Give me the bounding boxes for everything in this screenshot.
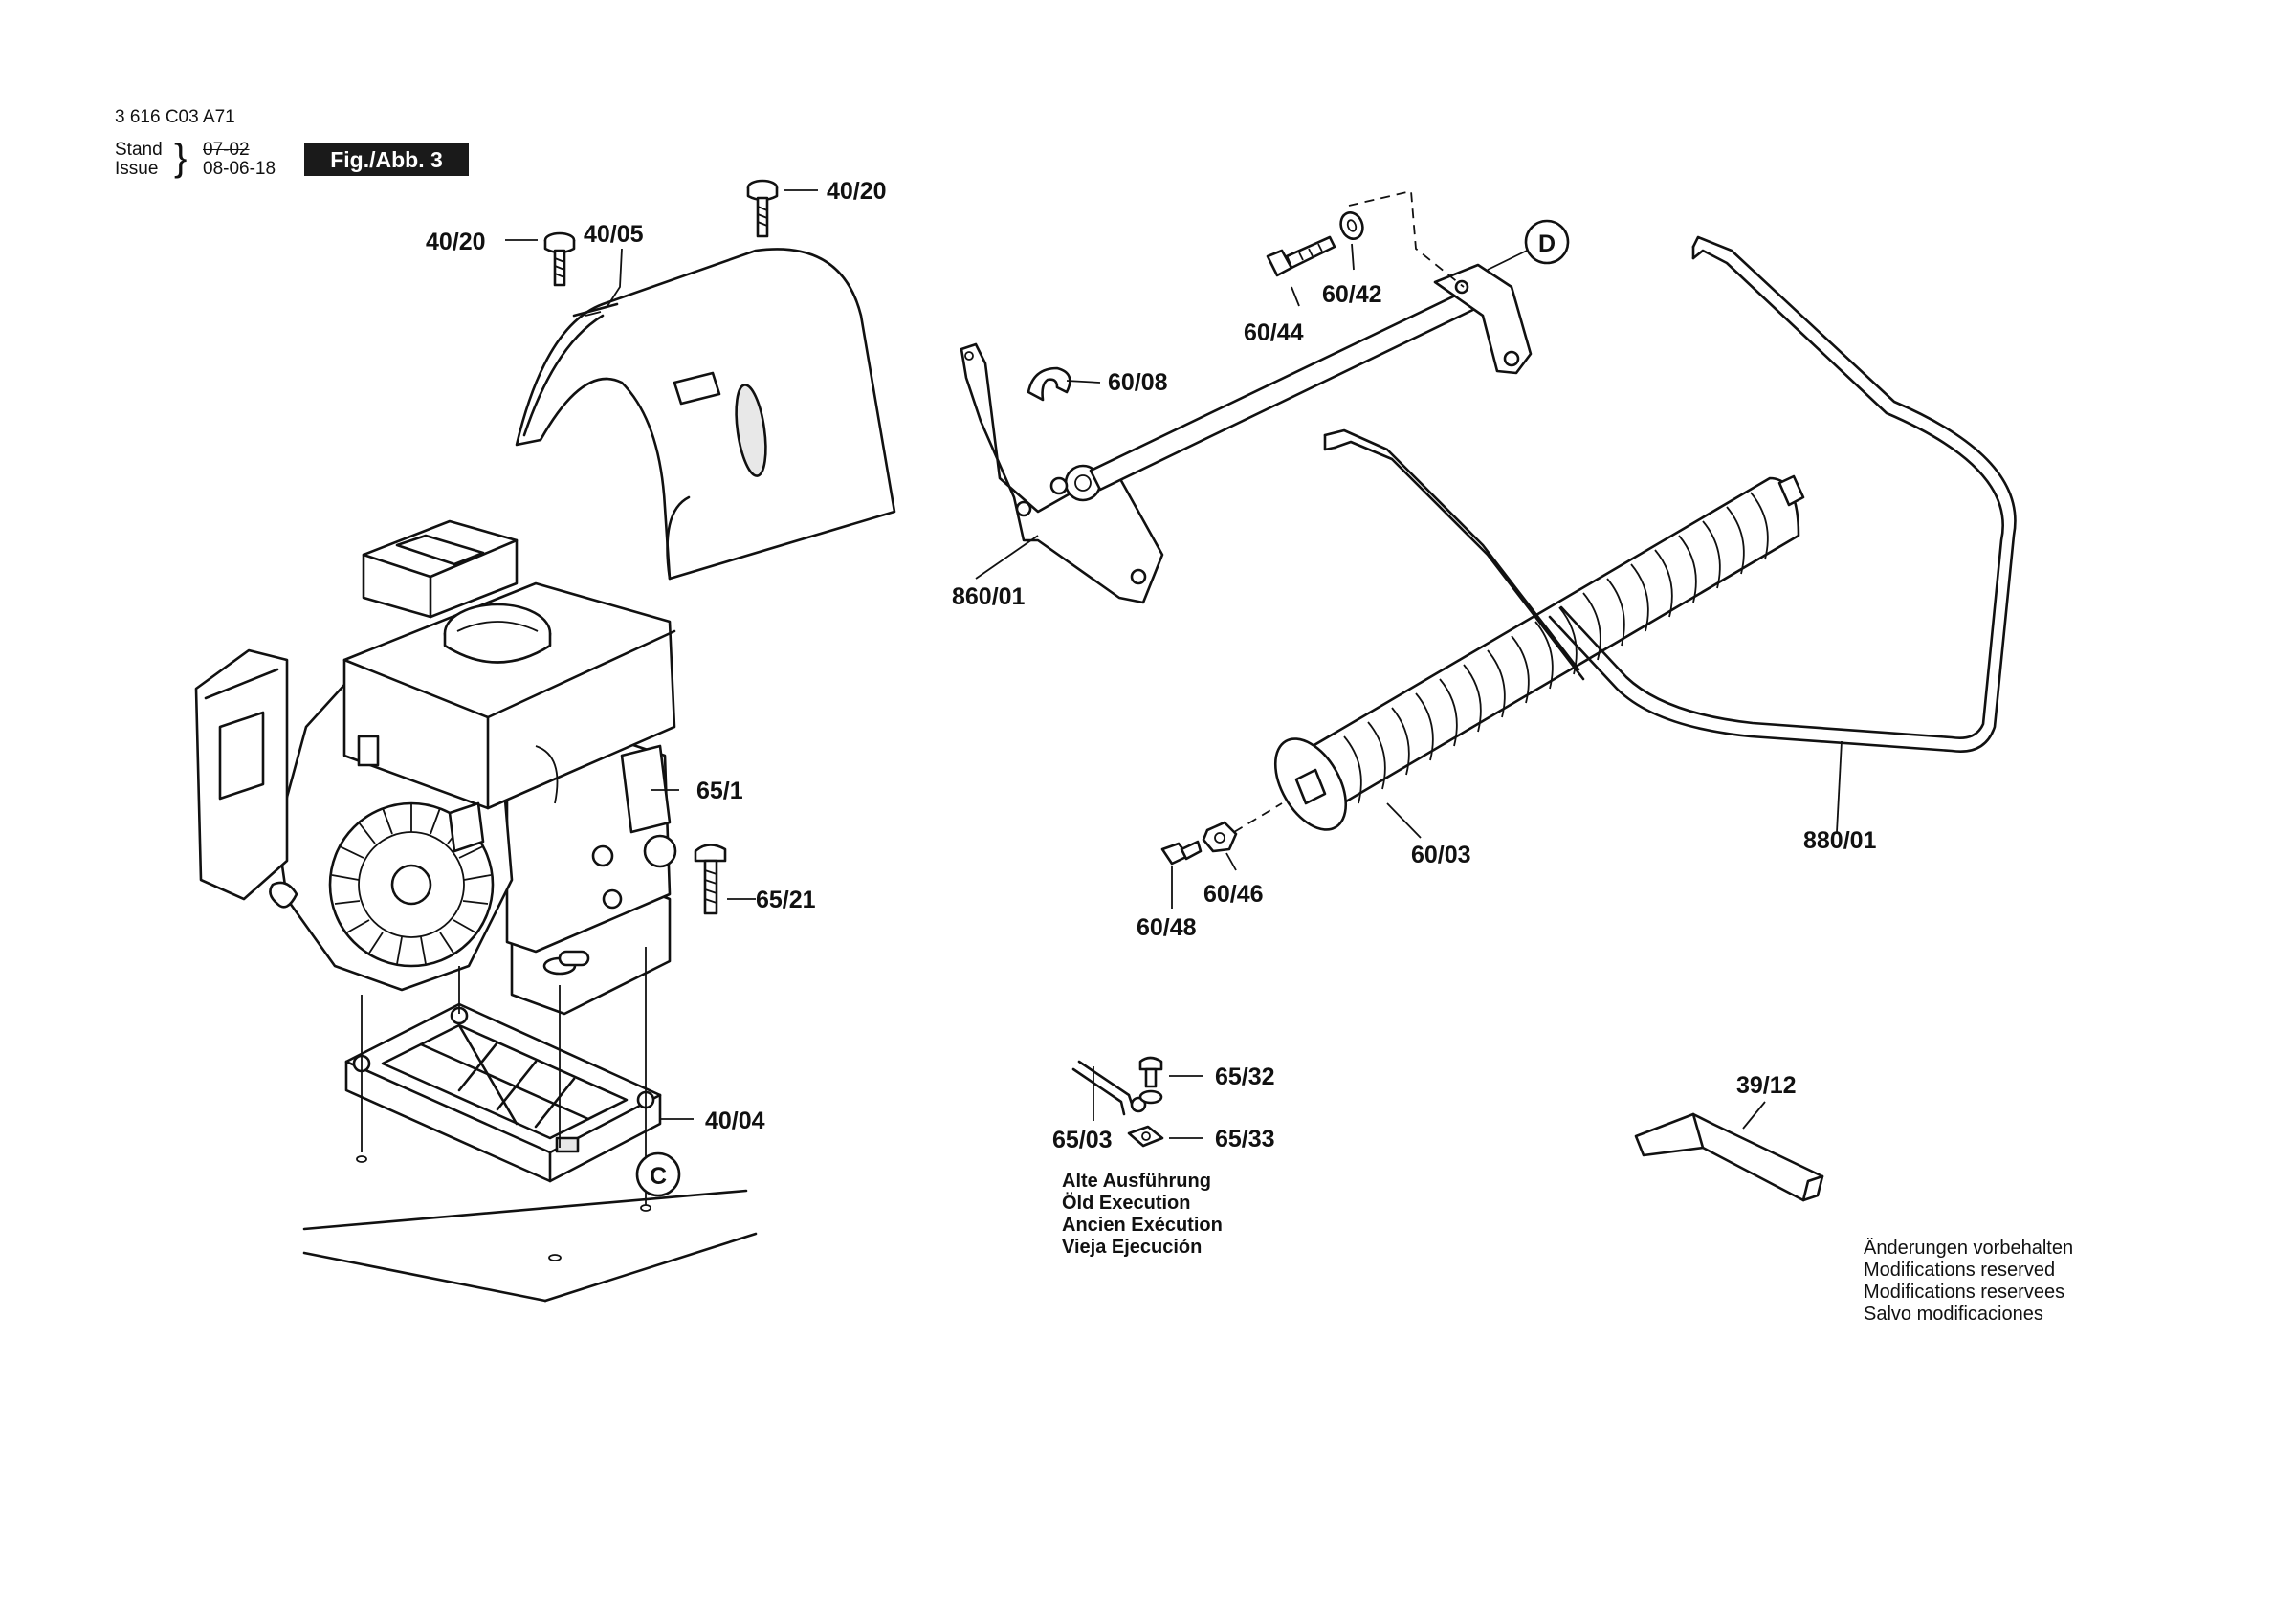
label-40-05: 40/05 <box>584 221 644 248</box>
label-60-42: 60/42 <box>1322 281 1382 308</box>
leader-lines <box>505 189 1843 1139</box>
bolt-60-48 <box>1160 840 1203 866</box>
modifications-line-2: Modifications reserved <box>1864 1260 2056 1281</box>
screw-65-32 <box>1138 1056 1163 1105</box>
washer-60-42 <box>1339 211 1364 240</box>
screw-40-20-left <box>543 231 576 287</box>
bolt-60-44 <box>1266 235 1336 277</box>
label-40-20-right: 40/20 <box>827 178 887 205</box>
roller-drum <box>1273 474 1805 831</box>
document-number: 3 616 C03 A71 <box>115 107 235 127</box>
base-plate-frame <box>344 1002 662 1183</box>
modifications-line-1: Änderungen vorbehalten <box>1864 1238 2074 1259</box>
dashed-guide-roller <box>1233 802 1283 833</box>
mounting-lines <box>302 947 758 1303</box>
issue-label: Issue <box>115 159 159 179</box>
engine-cover-shroud <box>515 248 896 581</box>
engine-assembly <box>194 519 677 1016</box>
label-60-48: 60/48 <box>1137 914 1197 941</box>
old-execution-line-3: Ancien Exécution <box>1062 1215 1223 1236</box>
stand-date: 07-02 <box>203 140 250 160</box>
hex-key-39-12 <box>1634 1112 1824 1202</box>
screw-40-20-right <box>746 179 779 238</box>
callout-d: D <box>1487 219 1570 271</box>
callout-c-label: C <box>650 1163 667 1190</box>
label-60-46: 60/46 <box>1203 881 1264 908</box>
label-65-33: 65/33 <box>1215 1126 1275 1152</box>
figure-label: Fig./Abb. 3 <box>304 143 469 176</box>
label-40-20-left: 40/20 <box>426 229 486 255</box>
label-860-01: 860/01 <box>952 583 1026 610</box>
old-execution-line-1: Alte Ausführung <box>1062 1171 1211 1192</box>
label-65-1: 65/1 <box>696 778 743 804</box>
side-plate <box>1433 263 1533 375</box>
label-880-01: 880/01 <box>1803 827 1877 854</box>
brace-icon: } <box>174 137 188 179</box>
tie-rod <box>1323 428 1585 681</box>
cable-65-03 <box>1071 1060 1147 1116</box>
clip-65-33 <box>1127 1125 1164 1148</box>
issue-date: 08-06-18 <box>203 159 276 179</box>
label-60-03: 60/03 <box>1411 842 1471 868</box>
modifications-line-4: Salvo modificaciones <box>1864 1304 2043 1325</box>
label-40-04: 40/04 <box>705 1108 765 1134</box>
handle-bar-880-01 <box>1548 235 2017 754</box>
dashed-guide-d <box>1348 189 1465 288</box>
nut-60-46 <box>1202 821 1238 853</box>
part-labels: 40/20 40/20 40/05 60/44 60/42 60/08 860/… <box>426 178 1877 1153</box>
modifications-line-3: Modifications reservees <box>1864 1282 2065 1303</box>
stand-label: Stand <box>115 140 163 160</box>
label-65-03: 65/03 <box>1052 1127 1113 1153</box>
label-60-44: 60/44 <box>1244 319 1304 346</box>
callout-d-label: D <box>1538 230 1556 257</box>
old-execution-line-2: Öld Execution <box>1062 1193 1191 1214</box>
clip-60-08 <box>1027 366 1071 402</box>
callout-c: C <box>635 1151 681 1197</box>
bolt-65-21 <box>694 844 727 915</box>
label-65-21: 65/21 <box>756 887 816 913</box>
label-39-12: 39/12 <box>1736 1072 1797 1099</box>
old-execution-line-4: Vieja Ejecución <box>1062 1237 1203 1258</box>
label-65-32: 65/32 <box>1215 1064 1275 1090</box>
label-60-08: 60/08 <box>1108 369 1168 396</box>
